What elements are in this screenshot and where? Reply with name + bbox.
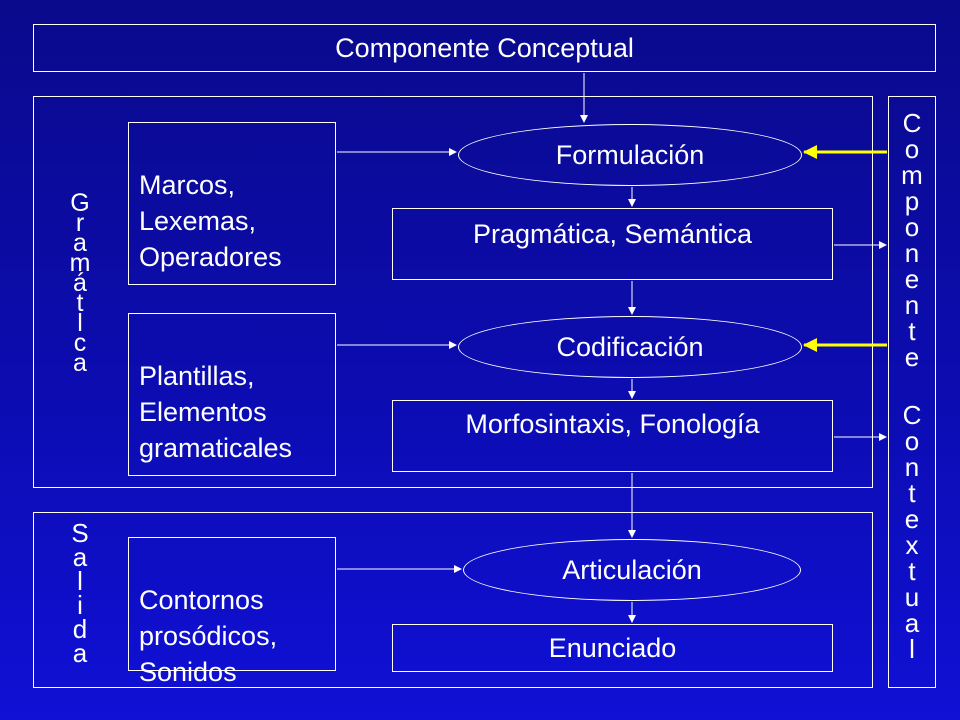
salida-section: [33, 512, 873, 688]
pragmatica-text: Pragmática, Semántica: [472, 219, 753, 249]
vertical-letter: C: [902, 400, 922, 430]
vertical-letter: c: [73, 329, 87, 357]
plantillas-text: Plantillas, Elementos gramaticales: [139, 361, 293, 463]
vertical-letter: e: [904, 342, 920, 372]
enunciado-box: Enunciado: [392, 624, 833, 672]
vertical-letter: a: [73, 229, 87, 257]
vertical-letter: C: [902, 108, 922, 138]
vertical-letter: e: [904, 504, 920, 534]
vertical-letter: o: [904, 212, 920, 242]
vertical-letter: i: [77, 590, 83, 620]
vertical-letter: S: [71, 518, 89, 548]
componente-contextual-section: [888, 96, 936, 688]
vertical-letter: l: [77, 309, 83, 337]
marcos-box: Marcos, Lexemas, Operadores: [128, 122, 336, 285]
vertical-letter: o: [904, 134, 920, 164]
componente-conceptual-box: Componente Conceptual: [33, 24, 936, 72]
vertical-letter: n: [904, 238, 920, 268]
componente-conceptual-title: Componente Conceptual: [335, 32, 634, 63]
vertical-letter: d: [72, 614, 88, 644]
vertical-letter: a: [72, 638, 88, 668]
vertical-letter: p: [904, 186, 920, 216]
morfosintaxis-box: Morfosintaxis, Fonología: [392, 400, 833, 472]
formulacion-ellipse: Formulación: [458, 124, 802, 186]
vertical-letter: G: [70, 189, 90, 217]
vertical-letter: e: [904, 264, 920, 294]
vertical-letter: t: [76, 289, 84, 317]
vertical-letter: a: [72, 542, 88, 572]
morfosintaxis-text: Morfosintaxis, Fonología: [465, 409, 760, 439]
vertical-letter: t: [908, 556, 916, 586]
vertical-letter: t: [908, 316, 916, 346]
vertical-letter: t: [908, 478, 916, 508]
vertical-letter: á: [73, 269, 87, 297]
vertical-letter: n: [904, 290, 920, 320]
vertical-letter: r: [75, 209, 85, 237]
vertical-letter: n: [904, 452, 920, 482]
plantillas-box: Plantillas, Elementos gramaticales: [128, 313, 336, 476]
vertical-letter: a: [73, 349, 87, 377]
vertical-letter: o: [904, 426, 920, 456]
formulacion-label: Formulación: [555, 139, 705, 170]
vertical-letter: u: [904, 582, 920, 612]
vertical-letter: l: [909, 634, 915, 664]
codificacion-label: Codificación: [556, 331, 704, 362]
articulacion-label: Articulación: [562, 554, 702, 585]
vertical-letter: l: [77, 566, 83, 596]
articulacion-ellipse: Articulación: [463, 539, 801, 601]
pragmatica-box: Pragmática, Semántica: [392, 208, 833, 280]
contornos-text: Contornos prosódicos, Sonidos: [139, 585, 278, 687]
vertical-letter: m: [901, 160, 923, 190]
codificacion-ellipse: Codificación: [458, 316, 802, 378]
contornos-box: Contornos prosódicos, Sonidos: [128, 537, 336, 687]
enunciado-text: Enunciado: [548, 632, 677, 663]
gramatica-section: [33, 96, 873, 488]
vertical-letter: m: [69, 249, 91, 277]
vertical-letter: x: [905, 530, 919, 560]
vertical-letter: a: [904, 608, 920, 638]
marcos-text: Marcos, Lexemas, Operadores: [139, 170, 282, 272]
